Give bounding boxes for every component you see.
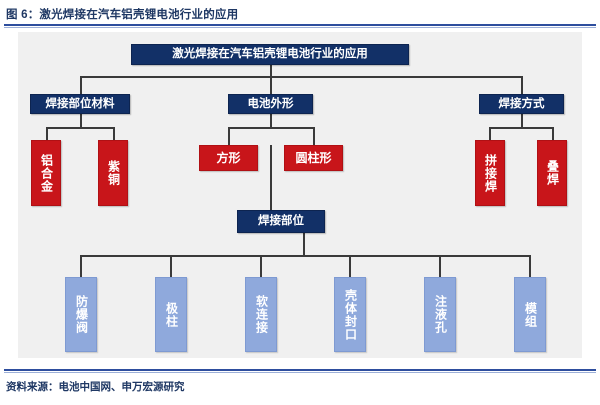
- connector-branch3-stem: [521, 114, 523, 127]
- connector-branch3-bus: [489, 127, 554, 129]
- node-electrolyte-filling-hole[interactable]: 注液孔: [424, 277, 456, 352]
- connector-shape-to-weldpos: [270, 145, 272, 210]
- connector-branch1-c2: [113, 127, 115, 140]
- node-welding-position[interactable]: 焊接部位: [237, 210, 325, 233]
- node-butt-welding[interactable]: 拼接焊: [475, 140, 505, 206]
- node-explosion-proof-valve[interactable]: 防爆阀: [65, 277, 97, 352]
- node-lap-welding[interactable]: 叠焊: [537, 140, 567, 206]
- connector-branch2-bus: [228, 127, 315, 129]
- connector-branch2-c2: [313, 127, 315, 145]
- node-aluminum-alloy[interactable]: 铝合金: [31, 140, 61, 206]
- node-welding-method[interactable]: 焊接方式: [479, 94, 564, 114]
- connector-leaf-bus: [80, 255, 529, 257]
- connector-to-branch-1: [80, 76, 82, 94]
- connector-branch1-stem: [80, 114, 82, 127]
- connector-leaf-2: [170, 255, 172, 277]
- connector-root-stem: [270, 65, 272, 76]
- connector-branch2-stem: [270, 114, 272, 127]
- connector-leaf-4: [349, 255, 351, 277]
- footer-divider: [4, 369, 596, 371]
- source-note: 资料来源：电池中国网、申万宏源研究: [6, 381, 185, 393]
- connector-branch3-c2: [552, 127, 554, 140]
- node-prismatic[interactable]: 方形: [199, 145, 258, 171]
- connector-leaf-1: [80, 255, 82, 277]
- node-welding-material[interactable]: 焊接部位材料: [30, 94, 130, 114]
- diagram-canvas: 激光焊接在汽车铝壳锂电池行业的应用 焊接部位材料 电池外形 焊接方式 铝合金 紫…: [18, 32, 582, 358]
- connector-leaf-5: [439, 255, 441, 277]
- connector-branch3-c1: [489, 127, 491, 140]
- node-battery-shape[interactable]: 电池外形: [228, 94, 313, 114]
- connector-leaf-3: [260, 255, 262, 277]
- connector-leaf-6: [529, 255, 531, 277]
- node-copper[interactable]: 紫铜: [98, 140, 128, 206]
- node-module[interactable]: 模组: [514, 277, 546, 352]
- connector-branch2-c1: [228, 127, 230, 145]
- connector-branch1-bus: [46, 127, 115, 129]
- footer-divider-thin: [4, 372, 596, 373]
- connector-weldpos-stem: [303, 233, 305, 255]
- connector-branch1-c1: [46, 127, 48, 140]
- connector-to-branch-2: [270, 76, 272, 94]
- node-terminal-post[interactable]: 极柱: [155, 277, 187, 352]
- caption-divider: [4, 24, 596, 26]
- node-root[interactable]: 激光焊接在汽车铝壳锂电池行业的应用: [131, 44, 409, 65]
- node-flexible-connection[interactable]: 软连接: [245, 277, 277, 352]
- figure-caption: 图 6：激光焊接在汽车铝壳锂电池行业的应用: [6, 9, 239, 21]
- connector-level1-bus: [80, 76, 523, 78]
- connector-to-branch-3: [521, 76, 523, 94]
- caption-divider-thin: [4, 27, 596, 28]
- node-cylindrical[interactable]: 圆柱形: [284, 145, 343, 171]
- node-shell-sealing[interactable]: 壳体封口: [334, 277, 366, 352]
